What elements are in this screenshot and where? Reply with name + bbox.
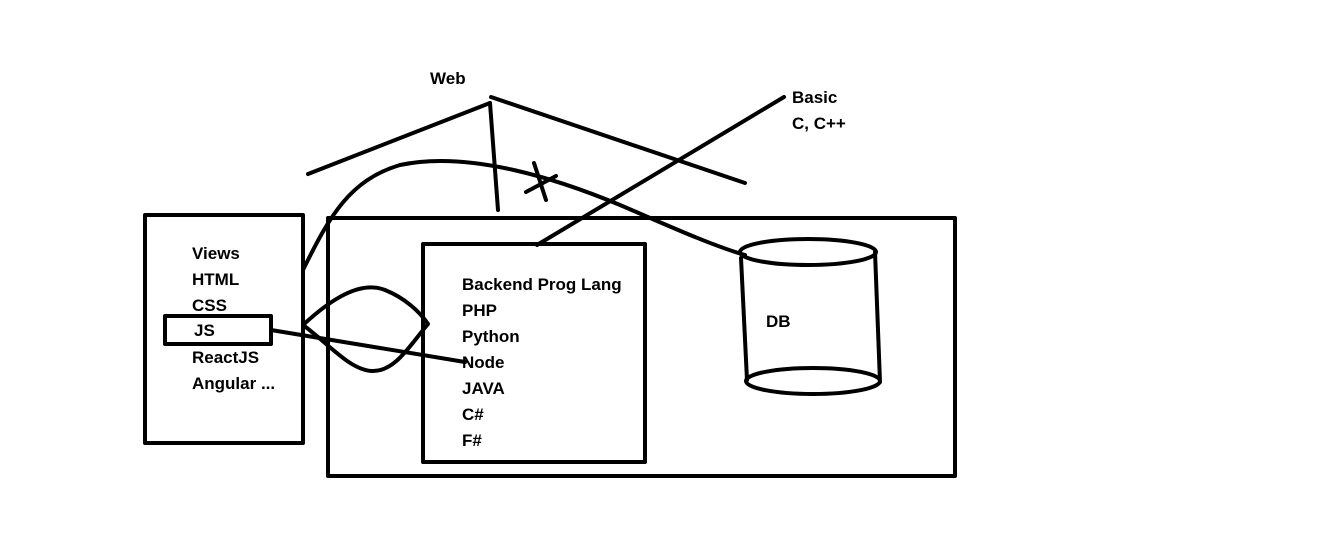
frontend-item-views: Views bbox=[192, 244, 240, 263]
backend-item-fsharp: F# bbox=[462, 431, 482, 450]
frontend-list: Views HTML CSS JS ReactJS Angular ... bbox=[192, 244, 275, 393]
cross-mark-stroke-1 bbox=[532, 161, 548, 202]
backend-item-python: Python bbox=[462, 327, 520, 346]
frontend-item-css: CSS bbox=[192, 296, 227, 315]
backend-list: Backend Prog Lang PHP Python Node JAVA C… bbox=[462, 275, 622, 450]
web-roof bbox=[306, 95, 747, 212]
frontend-box bbox=[143, 213, 305, 445]
web-label: Web bbox=[430, 69, 466, 88]
js-to-node-line bbox=[269, 328, 467, 364]
roof-center-post bbox=[488, 101, 500, 212]
basic-languages-label: C, C++ bbox=[792, 114, 846, 133]
db-cylinder bbox=[738, 237, 882, 396]
backend-box bbox=[421, 242, 647, 464]
frontend-item-html: HTML bbox=[192, 270, 239, 289]
db-cylinder-right-side bbox=[873, 250, 882, 384]
frontend-item-js: JS bbox=[194, 321, 215, 340]
frontend-item-reactjs: ReactJS bbox=[192, 348, 259, 367]
cross-mark-stroke-2 bbox=[524, 174, 558, 194]
backend-item-php: PHP bbox=[462, 301, 497, 320]
backend-item-java: JAVA bbox=[462, 379, 505, 398]
db-cylinder-left-side bbox=[739, 256, 749, 382]
backend-item-title: Backend Prog Lang bbox=[462, 275, 622, 294]
cross-mark-icon bbox=[524, 161, 558, 202]
frontend-item-angular: Angular ... bbox=[192, 374, 275, 393]
js-highlight-box bbox=[163, 314, 273, 346]
roof-left-line bbox=[306, 101, 492, 176]
backend-item-node: Node bbox=[462, 353, 505, 372]
basic-to-backend-line bbox=[535, 95, 786, 247]
roof-right-line bbox=[489, 95, 747, 185]
frontend-backend-loop bbox=[301, 285, 430, 374]
db-cylinder-top bbox=[738, 237, 878, 267]
basic-label: Basic bbox=[792, 88, 837, 107]
db-cylinder-bottom bbox=[744, 366, 882, 396]
frontend-to-db-curve bbox=[301, 158, 747, 272]
backend-item-csharp: C# bbox=[462, 405, 484, 424]
db-label: DB bbox=[766, 312, 791, 331]
